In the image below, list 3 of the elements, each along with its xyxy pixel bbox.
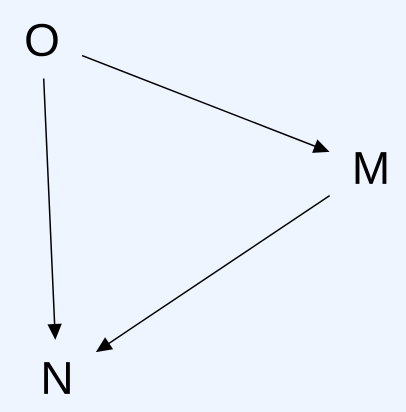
letter-label: N — [44, 362, 70, 394]
letter-label: O — [26, 24, 58, 56]
letter-label: M — [356, 152, 386, 184]
